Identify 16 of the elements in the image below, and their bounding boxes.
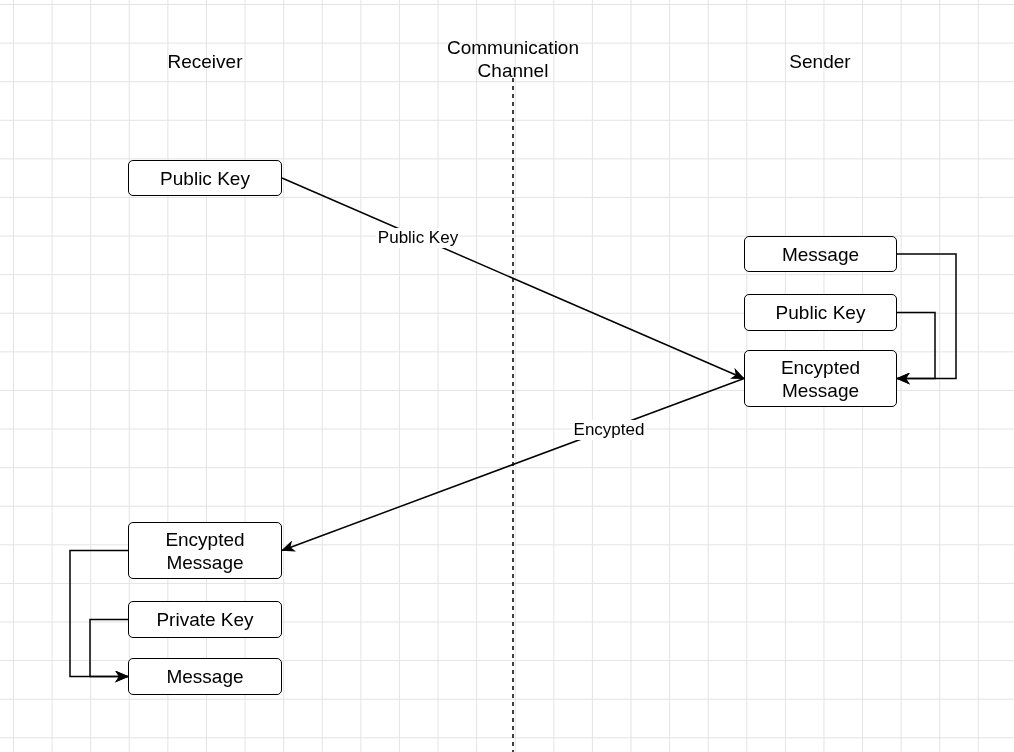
edge-label: Encypted xyxy=(571,420,647,440)
arrow xyxy=(896,311,936,385)
column-heading: Sender xyxy=(788,50,852,73)
process-box: Encypted Message xyxy=(744,350,897,407)
column-heading: Receiver xyxy=(166,50,244,73)
process-box: Public Key xyxy=(744,294,897,331)
arrow xyxy=(89,618,129,683)
process-box: Message xyxy=(128,658,282,695)
process-box: Private Key xyxy=(128,601,282,638)
process-box: Message xyxy=(744,236,897,272)
process-box: Encypted Message xyxy=(128,522,282,579)
edge-label: Public Key xyxy=(375,228,461,248)
arrow xyxy=(281,377,745,552)
column-heading: Communication Channel xyxy=(446,36,580,82)
arrow xyxy=(281,177,745,380)
process-box: Public Key xyxy=(128,160,282,196)
